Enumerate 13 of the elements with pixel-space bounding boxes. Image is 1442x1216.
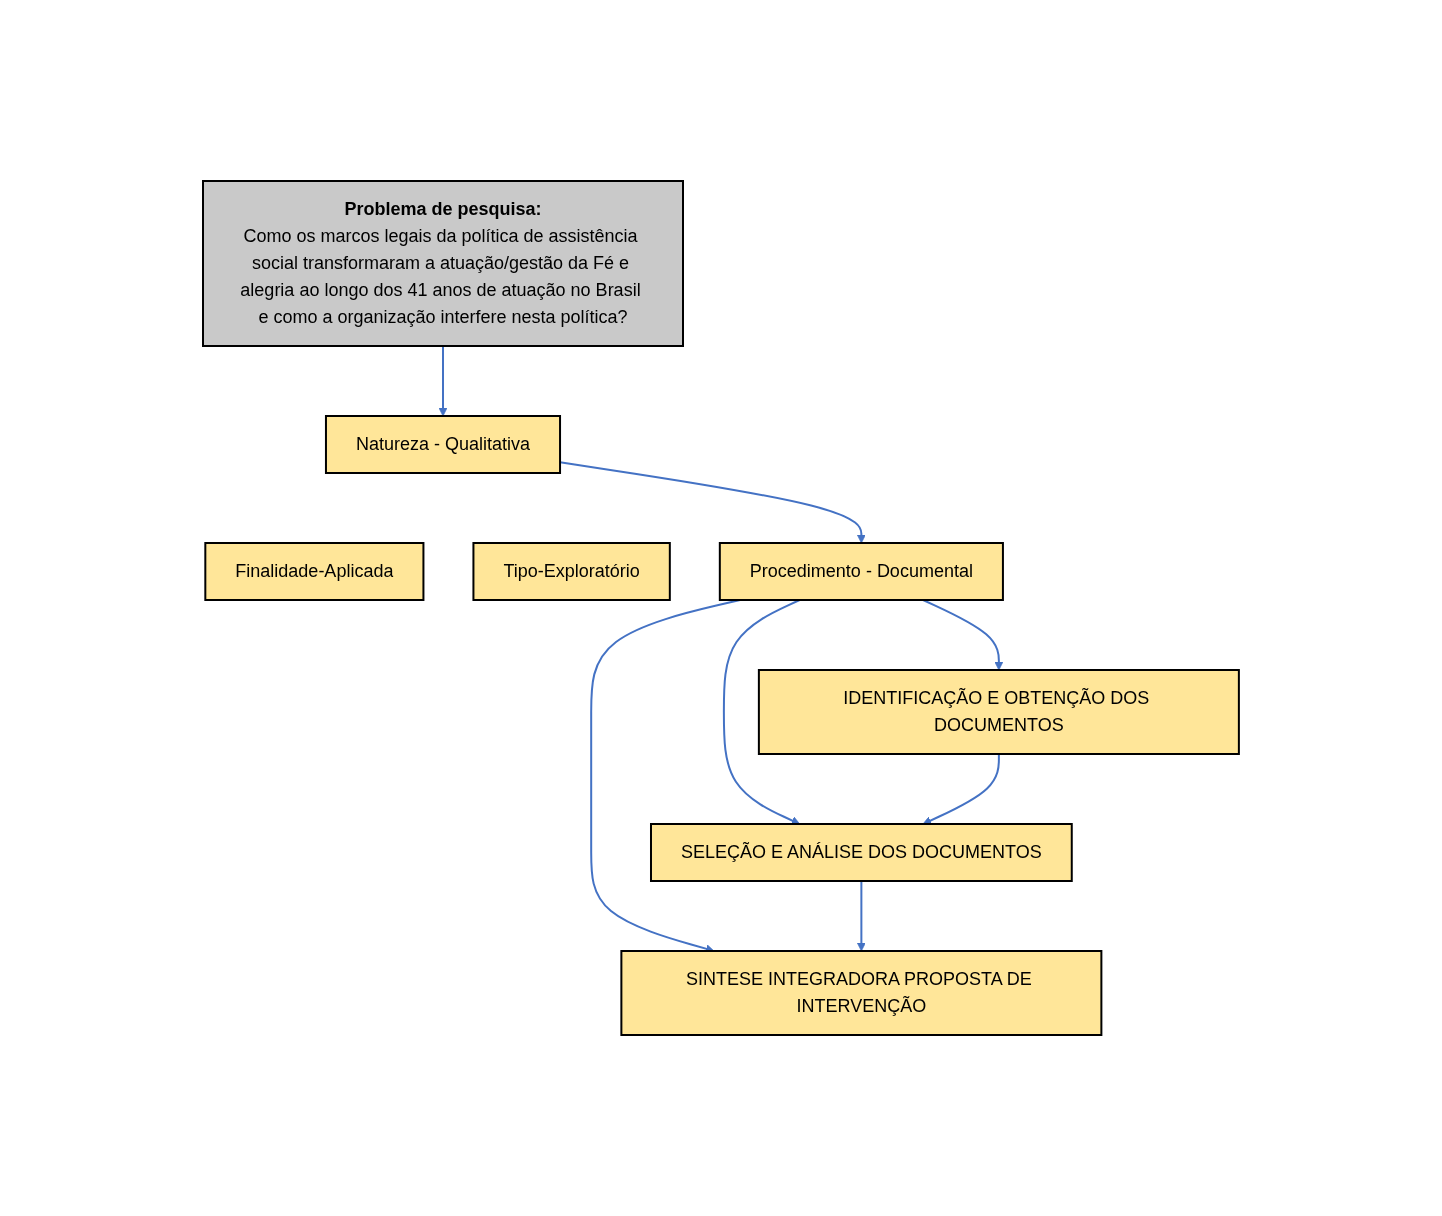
arrow <box>857 880 866 952</box>
node-box: IDENTIFICAÇÃO E OBTENÇÃO DOS DOCUMENTOS <box>757 669 1240 755</box>
arrow <box>438 345 448 417</box>
node-box: SINTESE INTEGRADORA PROPOSTA DE INTERVENÇÃO <box>620 950 1103 1036</box>
arrow <box>722 599 801 825</box>
node-box: Problema de pesquisa: Como os marcos legais da política de assistência social transformaram a atuação/gestão da Fé e alegria ao longo dos 41 anos de atuação no Brasil e como a organização interfere nesta política? <box>202 180 685 347</box>
arrow <box>922 599 1004 671</box>
node-box: Finalidade-Aplicada <box>204 542 425 601</box>
arrow <box>922 753 1000 825</box>
node-box: Procedimento - Documental <box>718 542 1004 601</box>
node-box: SELEÇÃO E ANÁLISE DOS DOCUMENTOS <box>650 823 1073 882</box>
node-box: Tipo-Exploratório <box>472 542 671 601</box>
node-box: Natureza - Qualitativa <box>325 415 562 474</box>
